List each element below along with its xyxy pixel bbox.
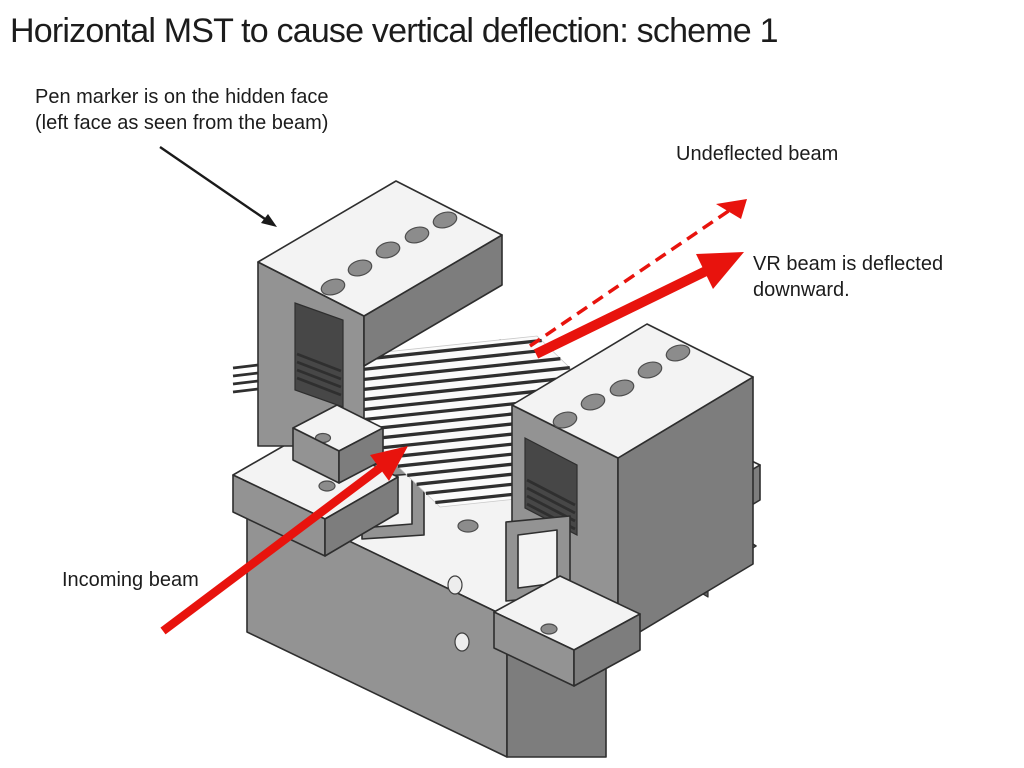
right-bracket-hole	[540, 623, 558, 635]
undeflected-beam-arrow	[529, 199, 747, 348]
right-ring-opening	[517, 529, 558, 589]
left-arm-front-right	[324, 476, 399, 557]
right-block-holes	[552, 344, 691, 429]
vr-beam-arrow	[533, 252, 744, 359]
left-block-holes	[320, 211, 458, 296]
annotation-arrows	[159, 146, 747, 635]
slide-title: Horizontal MST to cause vertical deflect…	[10, 12, 778, 50]
incoming-beam-label: Incoming beam	[62, 569, 199, 591]
base-top-hole	[457, 519, 479, 533]
pen-marker-label: Pen marker is on the hidden face (left f…	[35, 86, 329, 135]
left-clamp-block	[232, 180, 503, 484]
base-front-hole	[447, 575, 463, 595]
pen-marker-arrow	[159, 146, 277, 227]
right-clamp-block	[493, 323, 754, 687]
left-arm-hole	[318, 480, 336, 492]
lower-left-bracket	[232, 432, 425, 557]
undeflected-beam-label: Undeflected beam	[676, 143, 839, 165]
incoming-beam-arrow	[160, 446, 408, 635]
vr-beam-label: VR beam is deflected downward.	[753, 253, 944, 302]
left-window-wires	[296, 352, 342, 397]
base-front-hole	[454, 632, 470, 652]
right-bracket-front-right	[573, 613, 641, 687]
left-wire-stubs	[232, 363, 259, 394]
